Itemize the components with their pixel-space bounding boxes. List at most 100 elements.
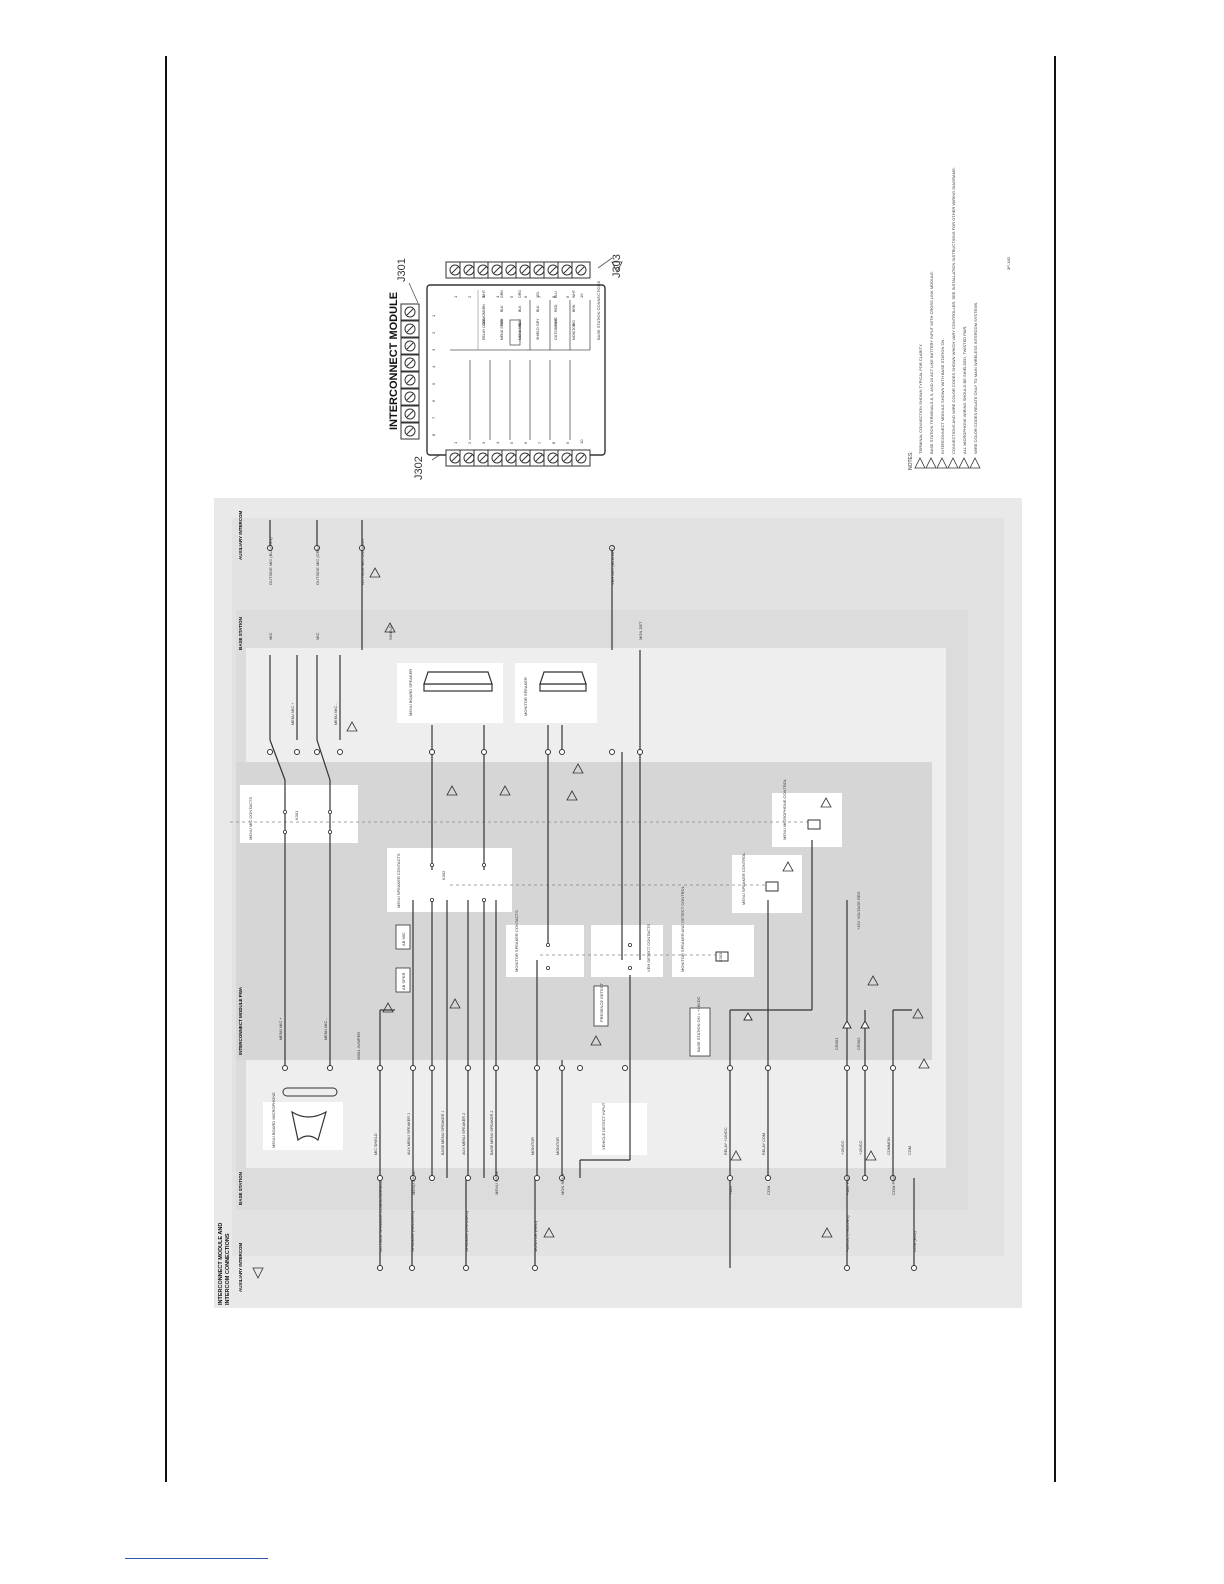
module-table-cell: OUTSIDE MIC: [554, 317, 558, 340]
section-interconnect-pwa: INTERCONNECT MODULE PWA: [238, 986, 243, 1055]
note-triangle: [566, 790, 578, 801]
right-terminal-number: 4: [495, 295, 500, 298]
wire-label: COM: [908, 1146, 912, 1155]
top-terminal-number: 5: [431, 382, 436, 385]
aux-terminal-label: OUTSIDE MIC (BLK/GRN): [268, 537, 273, 585]
base-terminal-label: COM PWR: [891, 1175, 896, 1195]
base-station-on-box: [689, 1007, 711, 1057]
right-terminal-number: 6: [523, 295, 528, 298]
relay-contact: [546, 966, 551, 971]
component-label-veh-detect-input: VEHICLE DETECT INPUT: [601, 1102, 606, 1150]
top-terminal-number: 7: [431, 416, 436, 419]
module-table-cell: MONITOR: [572, 323, 576, 340]
wire-label: MENU MIC -: [334, 703, 338, 725]
module-internal-relay: [509, 319, 521, 346]
terminal-node: [465, 1175, 471, 1181]
mic-shield-loop: [282, 1087, 338, 1097]
note-triangle: [867, 975, 879, 986]
component-label-monitor-contacts: MONITOR SPEAKER CONTACTS: [514, 910, 519, 972]
aux-terminal-label: OUTSIDE MIC (GRN): [315, 545, 320, 585]
terminal-node: [282, 1065, 288, 1071]
component-label-mic-contacts: MENU MIC CONTACTS: [248, 797, 253, 840]
terminal-node: [463, 1265, 469, 1271]
relay-coil: [765, 881, 779, 892]
j302-label: J302: [413, 456, 425, 480]
notes-header: NOTES:: [908, 451, 914, 470]
module-table-cell: RELAY COMMON: [482, 311, 486, 340]
component-label-speaker-contacts: MENU SPEAKER CONTACTS: [396, 853, 401, 908]
module-internal-traces: [469, 360, 571, 440]
j301-leader: [408, 282, 419, 304]
top-terminal-screw: [400, 320, 420, 338]
note-triangle: [782, 861, 794, 872]
terminal-node: [327, 1065, 333, 1071]
diode: [842, 1019, 852, 1029]
terminal-node: [727, 1065, 733, 1071]
terminal-node: [359, 545, 365, 551]
component-label-menu-mic: MENU BOARD MICROPHONE: [271, 1092, 276, 1148]
wire-label: AUX MENU SPEAKER 2: [462, 1113, 466, 1155]
terminal-node: [559, 749, 565, 755]
aux-terminal-label: COM (BLU): [912, 1230, 917, 1252]
top-terminal-number: 3: [431, 348, 436, 351]
base-terminal-label: MENU SPKR: [494, 1171, 499, 1195]
relay-contact: [327, 830, 332, 835]
module-internal-traces-upper: [529, 300, 591, 350]
wire-label: RELAY COM: [762, 1133, 766, 1155]
left-terminal-number: 6: [523, 441, 528, 444]
relay-contact: [546, 943, 551, 948]
veh-detect-box: [591, 925, 663, 977]
component-label-speaker-control: MENU SPEAKER CONTROL: [741, 852, 746, 905]
note-triangle: [384, 622, 396, 633]
module-table-cell: BRN: [572, 304, 576, 312]
diode: [860, 1019, 870, 1029]
menu-speaker-cone: [423, 671, 493, 685]
component-label-k301: K301: [294, 810, 299, 820]
base-terminal-label: +18V: [728, 1185, 733, 1195]
terminal-node: [429, 1065, 435, 1071]
footer-link-rule: [125, 1558, 268, 1559]
left-terminal-number: 2: [467, 441, 472, 444]
wire-label: MENU MIC +: [279, 1017, 283, 1040]
terminal-node: [844, 1265, 850, 1271]
aux-terminal-label: SPEAKER (RED/GRN): [410, 1210, 415, 1252]
relay-contact: [429, 863, 434, 868]
module-table-cell: BLK: [536, 305, 540, 312]
terminal-node: [844, 1175, 850, 1181]
component-label-monitor-speaker: MONITOR SPEAKER: [523, 677, 528, 716]
base-terminal-label: MON SPKR: [560, 1174, 565, 1195]
module-body: [426, 284, 606, 456]
module-internal-wiring: [450, 300, 591, 440]
module-table-cell: RED: [500, 318, 504, 326]
module-table-cell: BLU: [518, 319, 522, 326]
schematic-title-line1: INTERCONNECT MODULE AND: [218, 1223, 224, 1305]
component-label-voltage-reg: +15V VOLTAGE REG: [856, 891, 861, 930]
note-triangle: [252, 1267, 264, 1279]
monitor-speaker-cone: [539, 671, 587, 685]
monitor-speaker-symbol: [539, 671, 587, 692]
note-item: CONNECTIONS AND WIRE COLOR CODES SHOWN W…: [951, 167, 956, 454]
terminal-node: [267, 545, 273, 551]
module-title: INTERCONNECT MODULE: [388, 292, 400, 430]
module-table-cell: BLK: [518, 305, 522, 312]
top-terminal-screw: [400, 303, 420, 321]
terminal-node: [337, 749, 343, 755]
component-label-ab-spkr: AB SPKR: [401, 973, 406, 990]
terminal-node: [493, 1175, 499, 1181]
note-triangle: [572, 763, 584, 774]
relay-contacts: [282, 567, 930, 1238]
note-item: ALL MICROPHONE WIRING SHOULD BE SHIELDED…: [962, 326, 967, 454]
terminal-node: [911, 1265, 917, 1271]
terminal-node: [609, 545, 615, 551]
note-triangle: [369, 567, 381, 578]
wire-label: AUX MENU SPEAKER 1: [407, 1113, 411, 1155]
right-terminal-number: 1: [453, 295, 458, 298]
relay-contact: [481, 863, 486, 868]
terminal-node: [410, 1175, 416, 1181]
terminal-node: [727, 1175, 733, 1181]
right-terminal-number: 10: [579, 293, 584, 298]
note-item: BASE STATION TERMINALS 8, 9, AND 10 ACT …: [929, 271, 934, 454]
module-table-cell: GRN: [500, 290, 504, 298]
note-triangle: [346, 721, 358, 732]
module-table-cell: MENU MIC: [518, 322, 522, 340]
